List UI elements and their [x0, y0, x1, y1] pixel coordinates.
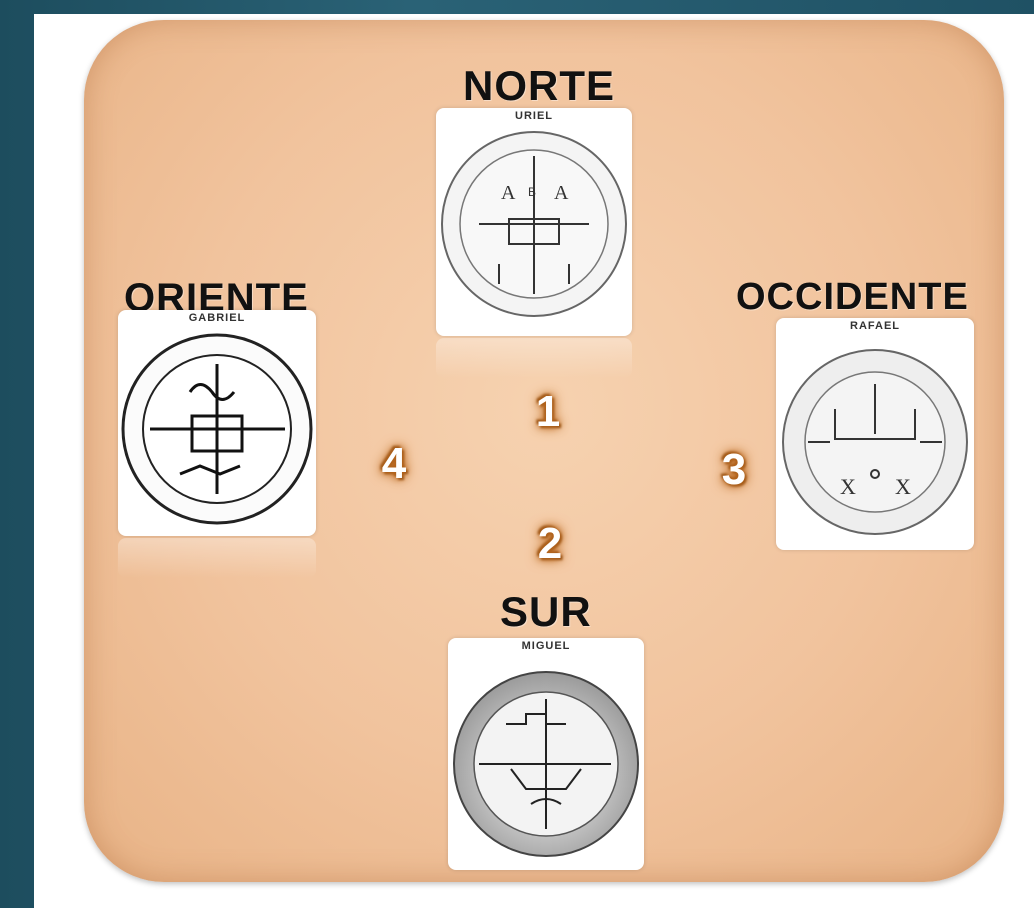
gabriel-seal-icon	[121, 333, 313, 525]
seal-card-south: MIGUEL	[448, 638, 644, 870]
seal-reflection-east	[118, 538, 316, 578]
order-number-4: 4	[381, 439, 407, 488]
angel-name-east: GABRIEL	[188, 312, 246, 324]
direction-south-label: SUR	[500, 588, 592, 635]
angel-name-south: MIGUEL	[521, 640, 571, 652]
uriel-seal-icon: A A B	[441, 131, 627, 317]
seal-card-east: GABRIEL	[118, 310, 316, 536]
seal-reflection-north	[436, 338, 632, 378]
seal-card-north: URIEL A A B	[436, 108, 632, 336]
seal-card-west: RAFAEL X X	[776, 318, 974, 550]
order-number-1: 1	[535, 387, 561, 436]
order-number-2: 2	[537, 519, 563, 568]
order-number-3: 3	[721, 445, 747, 494]
miguel-seal-icon	[453, 671, 639, 857]
rafael-seal-icon: X X	[782, 349, 968, 535]
angel-name-west: RAFAEL	[850, 320, 900, 332]
angel-name-north: URIEL	[515, 110, 553, 122]
direction-north-label: NORTE	[463, 62, 615, 109]
svg-text:A: A	[501, 182, 516, 204]
direction-west-label: OCCIDENTE	[736, 276, 969, 318]
svg-text:B: B	[528, 185, 536, 199]
svg-text:X: X	[895, 474, 911, 499]
svg-text:A: A	[554, 182, 569, 204]
svg-text:X: X	[840, 474, 856, 499]
